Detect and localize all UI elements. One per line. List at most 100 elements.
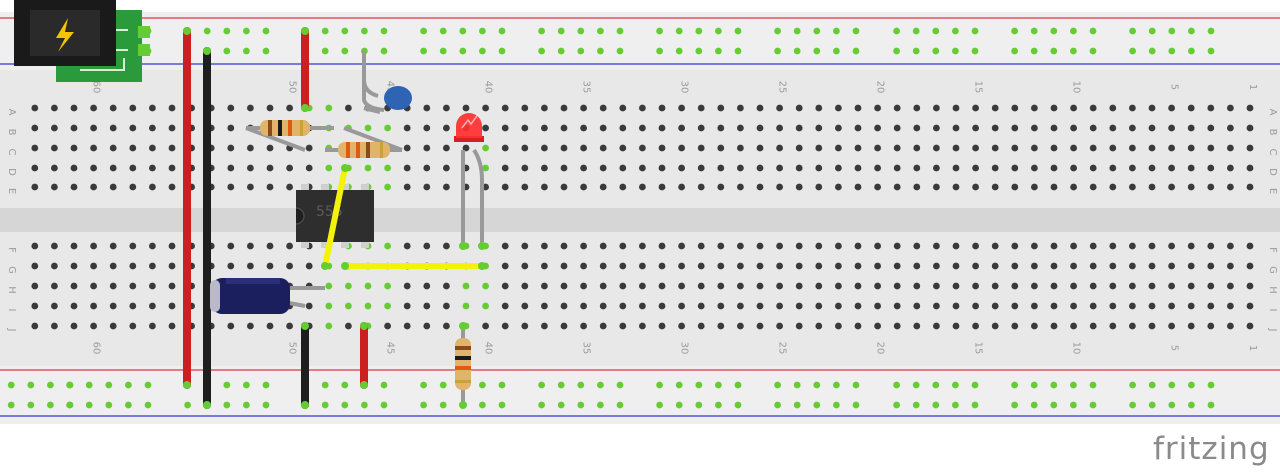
breadboard-hole (913, 164, 921, 172)
breadboard-hole (1089, 183, 1097, 191)
breadboard-hole (501, 322, 509, 330)
breadboard-hole (972, 183, 979, 191)
breadboard-hole (423, 124, 431, 132)
row-label: A (6, 109, 17, 116)
breadboard-hole (1227, 124, 1234, 132)
breadboard-hole (835, 322, 842, 330)
breadboard-hole (678, 164, 685, 172)
breadboard-hole (1031, 104, 1038, 112)
rail-hole (813, 401, 821, 409)
rail-hole (715, 401, 722, 409)
breadboard-hole (1109, 144, 1117, 152)
breadboard-hole (795, 124, 803, 132)
breadboard-hole (874, 242, 881, 250)
rail-hole (1050, 401, 1058, 409)
breadboard-hole (149, 164, 156, 172)
breadboard-hole (541, 242, 548, 250)
breadboard-hole (1011, 144, 1019, 152)
breadboard-hole (286, 262, 293, 270)
breadboard-hole (462, 302, 470, 310)
breadboard-hole (541, 302, 548, 310)
lightning-icon (56, 18, 74, 52)
breadboard-hole (854, 282, 862, 290)
breadboard-hole (933, 242, 940, 250)
breadboard-hole (1227, 282, 1234, 290)
breadboard-hole (619, 242, 627, 250)
breadboard-hole (756, 104, 764, 112)
rail-hole (616, 381, 624, 389)
breadboard-hole (1227, 262, 1234, 270)
breadboard-hole (678, 144, 685, 152)
column-number: 20 (875, 81, 886, 94)
breadboard-hole (580, 282, 587, 290)
breadboard-hole (1031, 262, 1038, 270)
breadboard-hole (1168, 183, 1175, 191)
breadboard-hole (31, 164, 39, 172)
column-number: 10 (1071, 342, 1082, 355)
breadboard-hole (168, 322, 176, 330)
breadboard-hole (580, 124, 587, 132)
breadboard-hole (933, 282, 940, 290)
rail-hole (361, 401, 368, 409)
row-label: F (1267, 247, 1278, 253)
breadboard-hole (70, 104, 78, 112)
breadboard-hole (109, 104, 117, 112)
breadboard-hole (776, 242, 783, 250)
breadboard-hole (874, 144, 881, 152)
breadboard-hole (560, 183, 568, 191)
rail-hole (774, 401, 781, 409)
breadboard-hole (756, 144, 764, 152)
breadboard-hole (658, 242, 666, 250)
breadboard-hole (90, 183, 97, 191)
breadboard-hole (658, 302, 666, 310)
breadboard-hole (541, 322, 548, 330)
row-label: B (1267, 129, 1278, 136)
rail-hole (1168, 401, 1176, 409)
breadboard-hole (51, 124, 58, 132)
rail-hole (734, 381, 742, 389)
rail-hole (932, 47, 940, 55)
breadboard-hole (874, 164, 881, 172)
breadboard-hole (991, 104, 999, 112)
breadboard-hole (1109, 183, 1117, 191)
breadboard-hole (90, 124, 97, 132)
breadboard-hole (913, 302, 921, 310)
rail-hole (105, 381, 113, 389)
rail-hole (577, 381, 585, 389)
breadboard-hole (1187, 302, 1195, 310)
breadboard-hole (1148, 164, 1156, 172)
rail-hole (1089, 47, 1097, 55)
breadboard-hole (1129, 144, 1136, 152)
rail-hole (1030, 27, 1038, 35)
breadboard-hole (266, 144, 274, 152)
breadboard-hole (1070, 282, 1077, 290)
breadboard-hole (560, 124, 568, 132)
breadboard-hole (717, 322, 725, 330)
breadboard-hole (835, 302, 842, 310)
breadboard-hole (305, 144, 313, 152)
breadboard-hole (1031, 144, 1038, 152)
rail-hole (144, 401, 152, 409)
breadboard-hole (247, 322, 254, 330)
breadboard-hole (835, 124, 842, 132)
rail-hole (852, 381, 860, 389)
rail-hole (1129, 47, 1136, 55)
breadboard-hole (541, 104, 548, 112)
rail-hole (341, 401, 349, 409)
breadboard-hole (756, 282, 764, 290)
breadboard-hole (1207, 242, 1215, 250)
rail-hole (498, 381, 506, 389)
breadboard-hole (933, 322, 940, 330)
rail-hole (715, 381, 722, 389)
breadboard-hole (521, 302, 529, 310)
breadboard-hole (835, 183, 842, 191)
breadboard-hole (482, 144, 489, 152)
breadboard-hole (266, 242, 274, 250)
breadboard-hole (737, 104, 744, 112)
rail-hole (893, 381, 900, 389)
breadboard-hole (952, 104, 960, 112)
rail-hole (1070, 401, 1077, 409)
breadboard-hole (678, 282, 685, 290)
breadboard-hole (972, 242, 979, 250)
electrolytic-capacitor (210, 278, 325, 314)
